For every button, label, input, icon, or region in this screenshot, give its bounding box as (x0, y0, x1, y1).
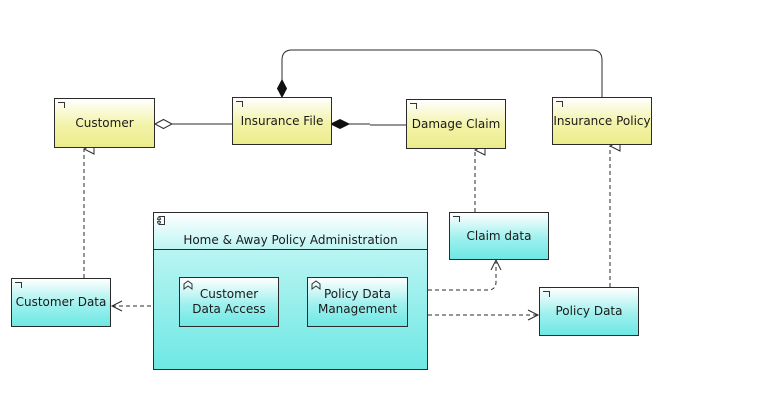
component-icon (157, 216, 165, 225)
insurance-file-label: Insurance File (240, 113, 324, 128)
customer-data-label: Customer Data (15, 295, 107, 309)
business-object-icon (58, 102, 65, 108)
claim-data-label: Claim data (466, 228, 532, 243)
customer-data-object[interactable]: Customer Data (11, 278, 111, 327)
customer-data-access-function[interactable]: Customer Data Access (179, 277, 279, 327)
application-component-group[interactable]: Home & Away Policy Administration Custom… (153, 212, 428, 370)
claim-data-object[interactable]: Claim data (449, 212, 549, 260)
composition-insurance-file-insurance-policy (276, 49, 603, 99)
policy-data-management-function[interactable]: Policy Data Management (307, 277, 408, 327)
access-policy-data (407, 309, 540, 321)
data-object-icon (453, 216, 460, 222)
policy-data-management-label: Policy Data Management (317, 287, 398, 316)
insurance-policy-object[interactable]: Insurance Policy (552, 97, 652, 145)
policy-data-object[interactable]: Policy Data (539, 287, 639, 336)
customer-label: Customer (75, 115, 134, 130)
customer-object[interactable]: Customer (54, 98, 155, 148)
business-object-icon (236, 101, 243, 107)
damage-claim-object[interactable]: Damage Claim (406, 99, 506, 149)
access-claim-data (407, 258, 502, 291)
business-object-icon (410, 103, 417, 109)
business-object-icon (556, 101, 563, 107)
function-icon (311, 280, 321, 290)
damage-claim-label: Damage Claim (411, 116, 501, 131)
policy-data-label: Policy Data (555, 304, 623, 318)
insurance-policy-label: Insurance Policy (553, 113, 651, 128)
data-object-icon (15, 282, 22, 288)
composition-insurance-file-damage-claim (329, 118, 406, 130)
customer-data-access-label: Customer Data Access (192, 287, 266, 316)
data-object-icon (543, 291, 550, 297)
application-component-title: Home & Away Policy Administration (154, 233, 427, 250)
function-icon (183, 280, 193, 290)
aggregation-customer-insurance-file (153, 118, 232, 130)
insurance-file-object[interactable]: Insurance File (232, 97, 332, 145)
access-customer-data (110, 300, 179, 312)
